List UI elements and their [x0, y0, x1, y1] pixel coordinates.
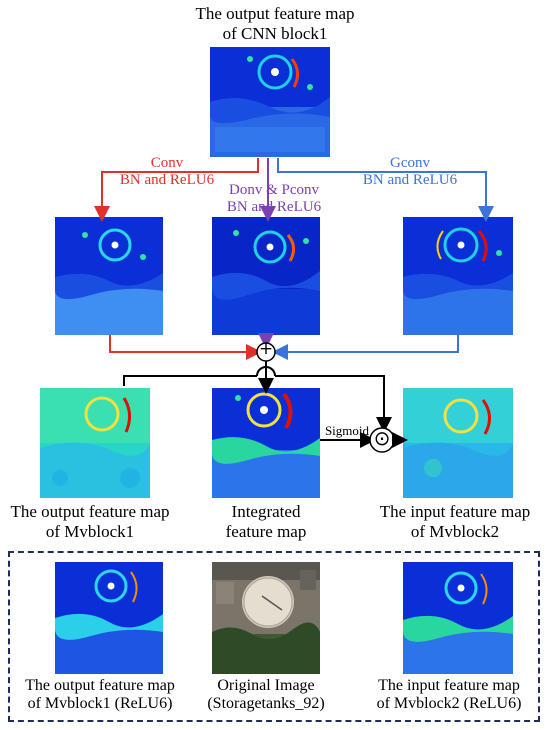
- gconv-branch-arrow: [277, 158, 494, 222]
- cnn-block1-feature-map: [210, 47, 330, 157]
- mvblock2-input-relu6-map: [403, 562, 513, 674]
- relu6-comparison-box: [8, 551, 540, 722]
- original-image-label: Original Image (Storagetanks_92): [196, 677, 336, 714]
- gconv-branch-line1: Gconv: [390, 155, 430, 171]
- mvblock1-relu6-line1: The output feature map: [25, 677, 175, 694]
- conv-merge-arrow: [109, 335, 262, 360]
- add-symbol: +: [258, 339, 274, 359]
- gconv-branch-line2: BN and ReLU6: [362, 172, 458, 189]
- mvblock2-relu6-label: The input feature map of Mvblock2 (ReLU6…: [360, 677, 538, 714]
- mvblock1-output-relu6-map: [55, 562, 163, 674]
- original-image-storagetanks: [212, 562, 320, 674]
- sigmoid-label: Sigmoid: [324, 423, 370, 438]
- dconv-branch-line1: Donv & Pconv: [229, 182, 319, 198]
- mvblock2-input-line1: The input feature map: [379, 502, 531, 521]
- conv-feature-map: [55, 217, 163, 335]
- multiply-symbol: ⊙: [373, 426, 391, 450]
- dconv-branch-line2: BN and ReLU6: [226, 199, 322, 216]
- mvblock2-input-line2: of Mvblock2: [410, 521, 500, 541]
- gconv-merge-arrow: [272, 335, 459, 360]
- top-label-line1: The output feature map: [195, 4, 355, 23]
- conv-branch-label: Conv BN and ReLU6: [112, 155, 222, 190]
- mvblock2-relu6-line2: of Mvblock2 (ReLU6): [376, 695, 522, 713]
- mvblock1-output-line2: of Mvblock1: [45, 521, 135, 541]
- mvblock1-output-label: The output feature map of Mvblock1: [0, 502, 180, 541]
- mvblock1-relu6-label: The output feature map of Mvblock1 (ReLU…: [10, 677, 190, 714]
- integrated-line2: feature map: [225, 521, 307, 541]
- mvblock2-input-feature-map: [403, 388, 513, 498]
- hop-over-arc: [256, 366, 276, 377]
- to-multiply-arrow: [275, 375, 392, 433]
- original-image-line2: (Storagetanks_92): [207, 695, 325, 713]
- mvblock2-relu6-line1: The input feature map: [378, 677, 520, 694]
- dconv-pconv-feature-map: [212, 217, 320, 335]
- integrated-label: Integrated feature map: [206, 502, 326, 541]
- to-mvblock1-line: [123, 375, 257, 386]
- conv-branch-arrow: [94, 158, 259, 222]
- conv-branch-line1: Conv: [150, 155, 184, 171]
- integrated-feature-map: [212, 388, 320, 498]
- top-label-line2: of CNN block1: [222, 23, 328, 43]
- mvblock1-output-line1: The output feature map: [10, 502, 170, 521]
- dconv-branch-label: Donv & Pconv BN and ReLU6: [214, 182, 334, 217]
- top-label: The output feature map of CNN block1: [150, 4, 400, 43]
- conv-branch-line2: BN and ReLU6: [119, 172, 215, 189]
- mvblock1-output-feature-map: [40, 388, 150, 498]
- integrated-line1: Integrated: [231, 502, 301, 521]
- mvblock1-relu6-line2: of Mvblock1 (ReLU6): [27, 695, 173, 713]
- original-image-line1: Original Image: [217, 677, 315, 694]
- gconv-feature-map: [403, 217, 513, 335]
- mvblock2-input-label: The input feature map of Mvblock2: [365, 502, 545, 541]
- gconv-branch-label: Gconv BN and ReLU6: [355, 155, 465, 190]
